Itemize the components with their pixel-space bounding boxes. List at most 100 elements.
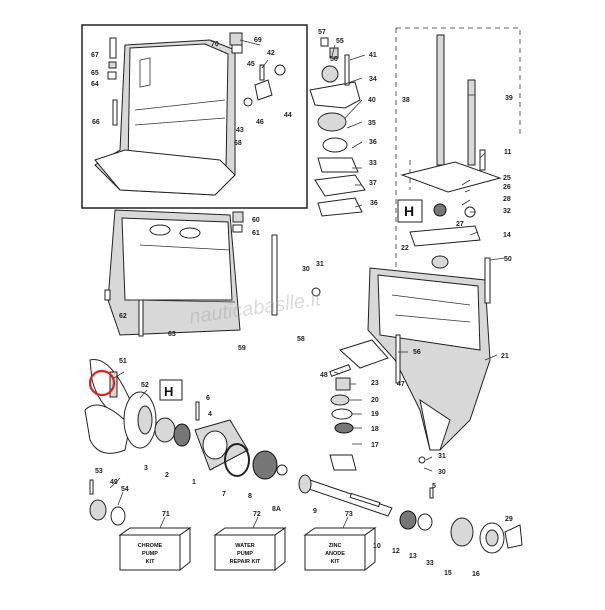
callout-25: 25 — [503, 175, 511, 182]
callout-5: 5 — [432, 483, 436, 490]
callout-33: 33 — [369, 160, 377, 167]
callout-7: 7 — [222, 491, 226, 498]
callout-6: 6 — [206, 395, 210, 402]
gear-housing — [311, 257, 491, 451]
water-kit-line1: WATER — [235, 543, 254, 549]
callout-8a: 8A — [272, 506, 281, 513]
callout-15: 15 — [444, 570, 452, 577]
callout-18: 18 — [371, 426, 379, 433]
callout-56b: 56 — [413, 349, 421, 356]
water-pump-repair-kit-box: WATER PUMP REPAIR KIT — [213, 516, 287, 572]
callout-48: 48 — [320, 372, 328, 379]
chrome-kit-line1: CHROME — [138, 543, 163, 549]
chrome-pump-kit-box: CHROME PUMP KIT — [118, 516, 192, 572]
callout-22: 22 — [401, 245, 409, 252]
callout-30b: 30 — [438, 469, 446, 476]
chrome-kit-line2: PUMP — [142, 551, 158, 557]
callout-10: 10 — [373, 543, 381, 550]
callout-47: 47 — [397, 381, 405, 388]
shift-linkage — [329, 334, 401, 384]
callout-14: 14 — [503, 232, 511, 239]
callout-31a: 31 — [316, 261, 324, 268]
callout-32: 32 — [503, 208, 511, 215]
callout-63: 63 — [168, 331, 176, 338]
water-kit-line2: PUMP — [237, 551, 253, 557]
callout-68: 68 — [234, 140, 242, 147]
callout-38: 38 — [402, 97, 410, 104]
callout-73: 73 — [345, 511, 353, 518]
svg-text:H: H — [164, 384, 173, 399]
callout-57: 57 — [318, 29, 326, 36]
callout-61: 61 — [252, 230, 260, 237]
callout-35: 35 — [368, 120, 376, 127]
callout-2: 2 — [165, 472, 169, 479]
callout-20: 20 — [371, 397, 379, 404]
callout-33b: 33 — [426, 560, 434, 567]
drive-shaft-assembly: H — [397, 34, 502, 269]
center-stack-parts — [329, 377, 357, 471]
callout-4: 4 — [208, 411, 212, 418]
callout-62: 62 — [119, 313, 127, 320]
callout-11: 11 — [504, 149, 512, 156]
callout-21: 21 — [501, 353, 509, 360]
chrome-kit-line3: KIT — [146, 559, 156, 565]
callout-56: 56 — [330, 56, 338, 63]
callout-29: 29 — [505, 516, 513, 523]
callout-66: 66 — [92, 119, 100, 126]
callout-17: 17 — [371, 442, 379, 449]
callout-58: 58 — [297, 336, 305, 343]
zinc-kit-line1: ZINC — [329, 543, 342, 549]
callout-59: 59 — [238, 345, 246, 352]
callout-50: 50 — [504, 256, 512, 263]
zinc-kit-line3: KIT — [331, 559, 341, 565]
callout-70: 70 — [211, 41, 219, 48]
callout-52: 52 — [141, 382, 149, 389]
callout-9: 9 — [313, 508, 317, 515]
inset-housing-detail — [81, 24, 308, 209]
callout-45: 45 — [247, 61, 255, 68]
callout-42: 42 — [267, 50, 275, 57]
callout-41: 41 — [369, 52, 377, 59]
zinc-anode-kit-box: ZINC ANODE KIT — [303, 516, 377, 572]
callout-67: 67 — [91, 52, 99, 59]
callout-23: 23 — [371, 380, 379, 387]
leader-lines — [109, 39, 506, 506]
callout-39: 39 — [505, 95, 513, 102]
water-kit-line3: REPAIR KIT — [230, 559, 261, 565]
callout-31b: 31 — [438, 453, 446, 460]
callout-51: 51 — [119, 358, 127, 365]
callout-55: 55 — [336, 38, 344, 45]
callout-26: 26 — [503, 184, 511, 191]
callout-36a: 36 — [369, 139, 377, 146]
callout-49: 49 — [110, 479, 118, 486]
callout-16: 16 — [472, 571, 480, 578]
callout-37: 37 — [369, 180, 377, 187]
callout-72: 72 — [253, 511, 261, 518]
callout-27: 27 — [456, 221, 464, 228]
highlight-circle — [88, 369, 116, 397]
water-pump-assembly — [309, 37, 366, 217]
callout-3: 3 — [144, 465, 148, 472]
callout-numbers: 67 65 64 66 70 69 42 45 46 44 43 68 57 5… — [91, 29, 513, 578]
callout-65: 65 — [91, 70, 99, 77]
exhaust-housing — [104, 209, 278, 337]
lower-unit-gears — [154, 401, 523, 554]
callout-53a: 53 — [95, 468, 103, 475]
callout-12: 12 — [392, 548, 400, 555]
callout-36b: 36 — [370, 200, 378, 207]
callout-71: 71 — [162, 511, 170, 518]
svg-text:H: H — [404, 203, 414, 219]
callout-44: 44 — [284, 112, 292, 119]
callout-46: 46 — [256, 119, 264, 126]
callout-43: 43 — [236, 127, 244, 134]
callout-8: 8 — [248, 493, 252, 500]
callout-30a: 30 — [302, 266, 310, 273]
callout-1: 1 — [192, 479, 196, 486]
callout-69: 69 — [254, 37, 262, 44]
callout-60: 60 — [252, 217, 260, 224]
callout-19: 19 — [371, 411, 379, 418]
callout-34: 34 — [369, 76, 377, 83]
callout-54: 54 — [121, 486, 129, 493]
propeller: H — [84, 359, 183, 526]
